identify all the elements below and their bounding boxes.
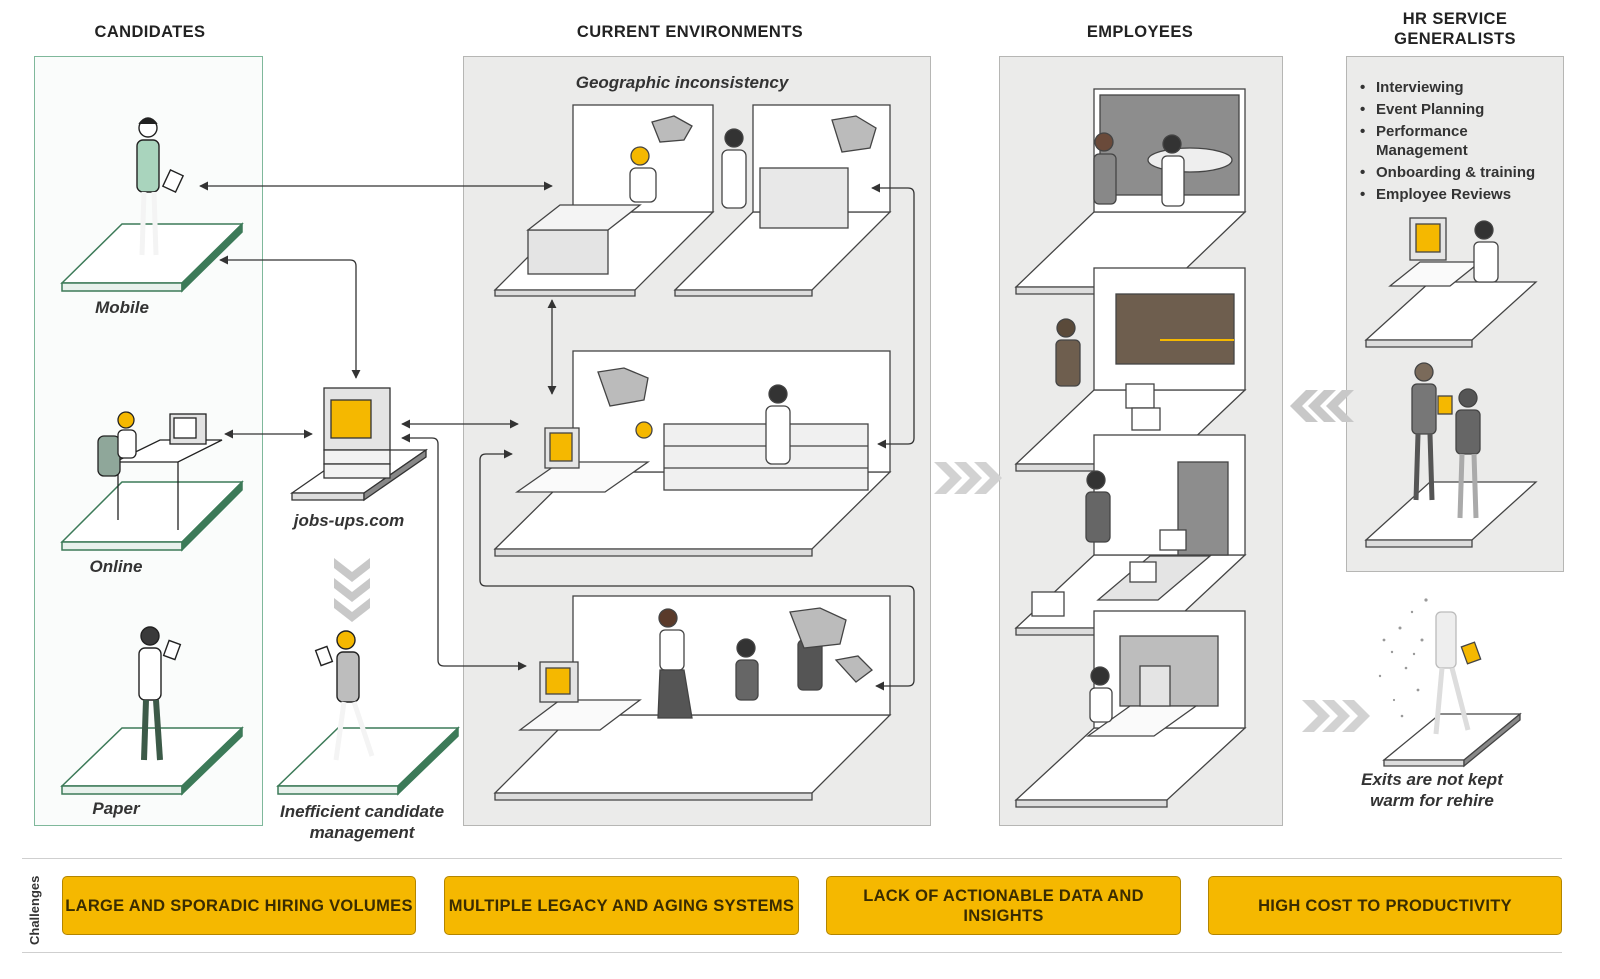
mobile-candidate-person <box>136 117 185 256</box>
hr-task-list: Interviewing Event Planning Performance … <box>1360 78 1560 207</box>
employee-room-airport <box>1014 88 1247 295</box>
exit-caption: Exits are not kept warm for rehire <box>1361 770 1503 810</box>
hr-service-generalists-header: HR SERVICE GENERALISTS <box>1394 10 1516 48</box>
online-candidate-desk <box>97 411 223 530</box>
jobs-ups-label: jobs-ups.com <box>293 511 405 530</box>
paper-caption: Paper <box>92 799 140 818</box>
inefficient-management-caption: Inefficient candidate management <box>279 802 445 842</box>
employee-room-delivery <box>1014 267 1247 472</box>
connector-arrows <box>199 181 915 691</box>
exiting-employee <box>1382 611 1522 768</box>
hr-task-item: Employee Reviews <box>1360 185 1560 204</box>
walking-candidate <box>314 630 375 761</box>
inefficient-platform <box>276 726 460 796</box>
right-chevrons-env <box>934 462 1002 494</box>
hr-task-item: Interviewing <box>1360 78 1560 97</box>
challenges-label: Challenges <box>27 875 42 945</box>
hr-task-item: Performance Management <box>1360 122 1560 160</box>
candidates-header: CANDIDATES <box>94 23 206 41</box>
mobile-caption: Mobile <box>95 298 149 317</box>
employee-room-office <box>1014 610 1247 808</box>
environment-room-3 <box>493 595 892 801</box>
challenge-cost-productivity: HIGH COST TO PRODUCTIVITY <box>1208 876 1562 935</box>
geographic-inconsistency-caption: Geographic inconsistency <box>575 73 789 92</box>
challenges-bottom-divider <box>22 952 1562 953</box>
hr-left-chevrons <box>1290 390 1354 422</box>
mobile-candidate-platform <box>60 222 244 293</box>
hr-desk-scene <box>1364 217 1538 348</box>
down-chevrons <box>334 558 370 622</box>
hr-meeting-scene <box>1364 362 1538 548</box>
hr-task-item: Event Planning <box>1360 100 1560 119</box>
legacy-computer-icon <box>323 387 391 479</box>
challenge-hiring-volumes: LARGE AND SPORADIC HIRING VOLUMES <box>62 876 416 935</box>
hr-task-item: Onboarding & training <box>1360 163 1560 182</box>
current-environments-header: CURRENT ENVIRONMENTS <box>576 23 804 41</box>
exit-particles <box>1378 598 1428 718</box>
employees-header: EMPLOYEES <box>1086 23 1194 41</box>
paper-candidate-platform <box>60 726 244 796</box>
challenge-legacy-systems: MULTIPLE LEGACY AND AGING SYSTEMS <box>444 876 799 935</box>
challenges-top-divider <box>22 858 1562 859</box>
right-chevrons-exit <box>1302 700 1370 732</box>
challenge-data-insights: LACK OF ACTIONABLE DATA AND INSIGHTS <box>826 876 1181 935</box>
online-caption: Online <box>89 557 143 576</box>
paper-candidate-person <box>138 626 182 761</box>
environment-room-2 <box>493 350 892 557</box>
environment-room-1 <box>493 104 892 297</box>
online-candidate-platform <box>60 480 244 552</box>
employee-room-warehouse <box>1014 434 1247 636</box>
